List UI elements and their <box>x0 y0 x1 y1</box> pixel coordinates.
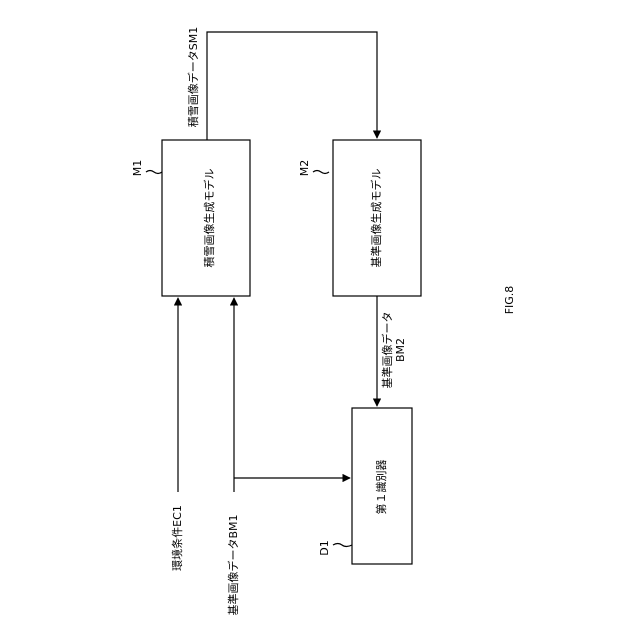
m1-label: 積雪画像生成モデル <box>202 169 216 268</box>
d1-ref: D1 <box>318 540 331 555</box>
m1-ref-squiggle <box>146 171 162 174</box>
figure-label: FIG.8 <box>503 286 516 315</box>
d1-ref-squiggle <box>333 544 352 547</box>
m2-ref: M2 <box>298 160 311 177</box>
bm1-label: 基準画像データBM1 <box>226 514 240 615</box>
ec1-label: 環境条件EC1 <box>170 505 184 571</box>
m1-ref: M1 <box>131 160 144 177</box>
m2-label: 基準画像生成モデル <box>369 169 383 268</box>
d1-label: 第１識別器 <box>374 460 388 515</box>
bm2-label-line2: BM2 <box>394 338 407 362</box>
sm1-arrow <box>207 32 377 140</box>
bm2-label-line1: 基準画像データ <box>380 312 394 389</box>
m2-ref-squiggle <box>313 171 329 174</box>
sm1-label: 積雪画像データSM1 <box>186 27 200 127</box>
